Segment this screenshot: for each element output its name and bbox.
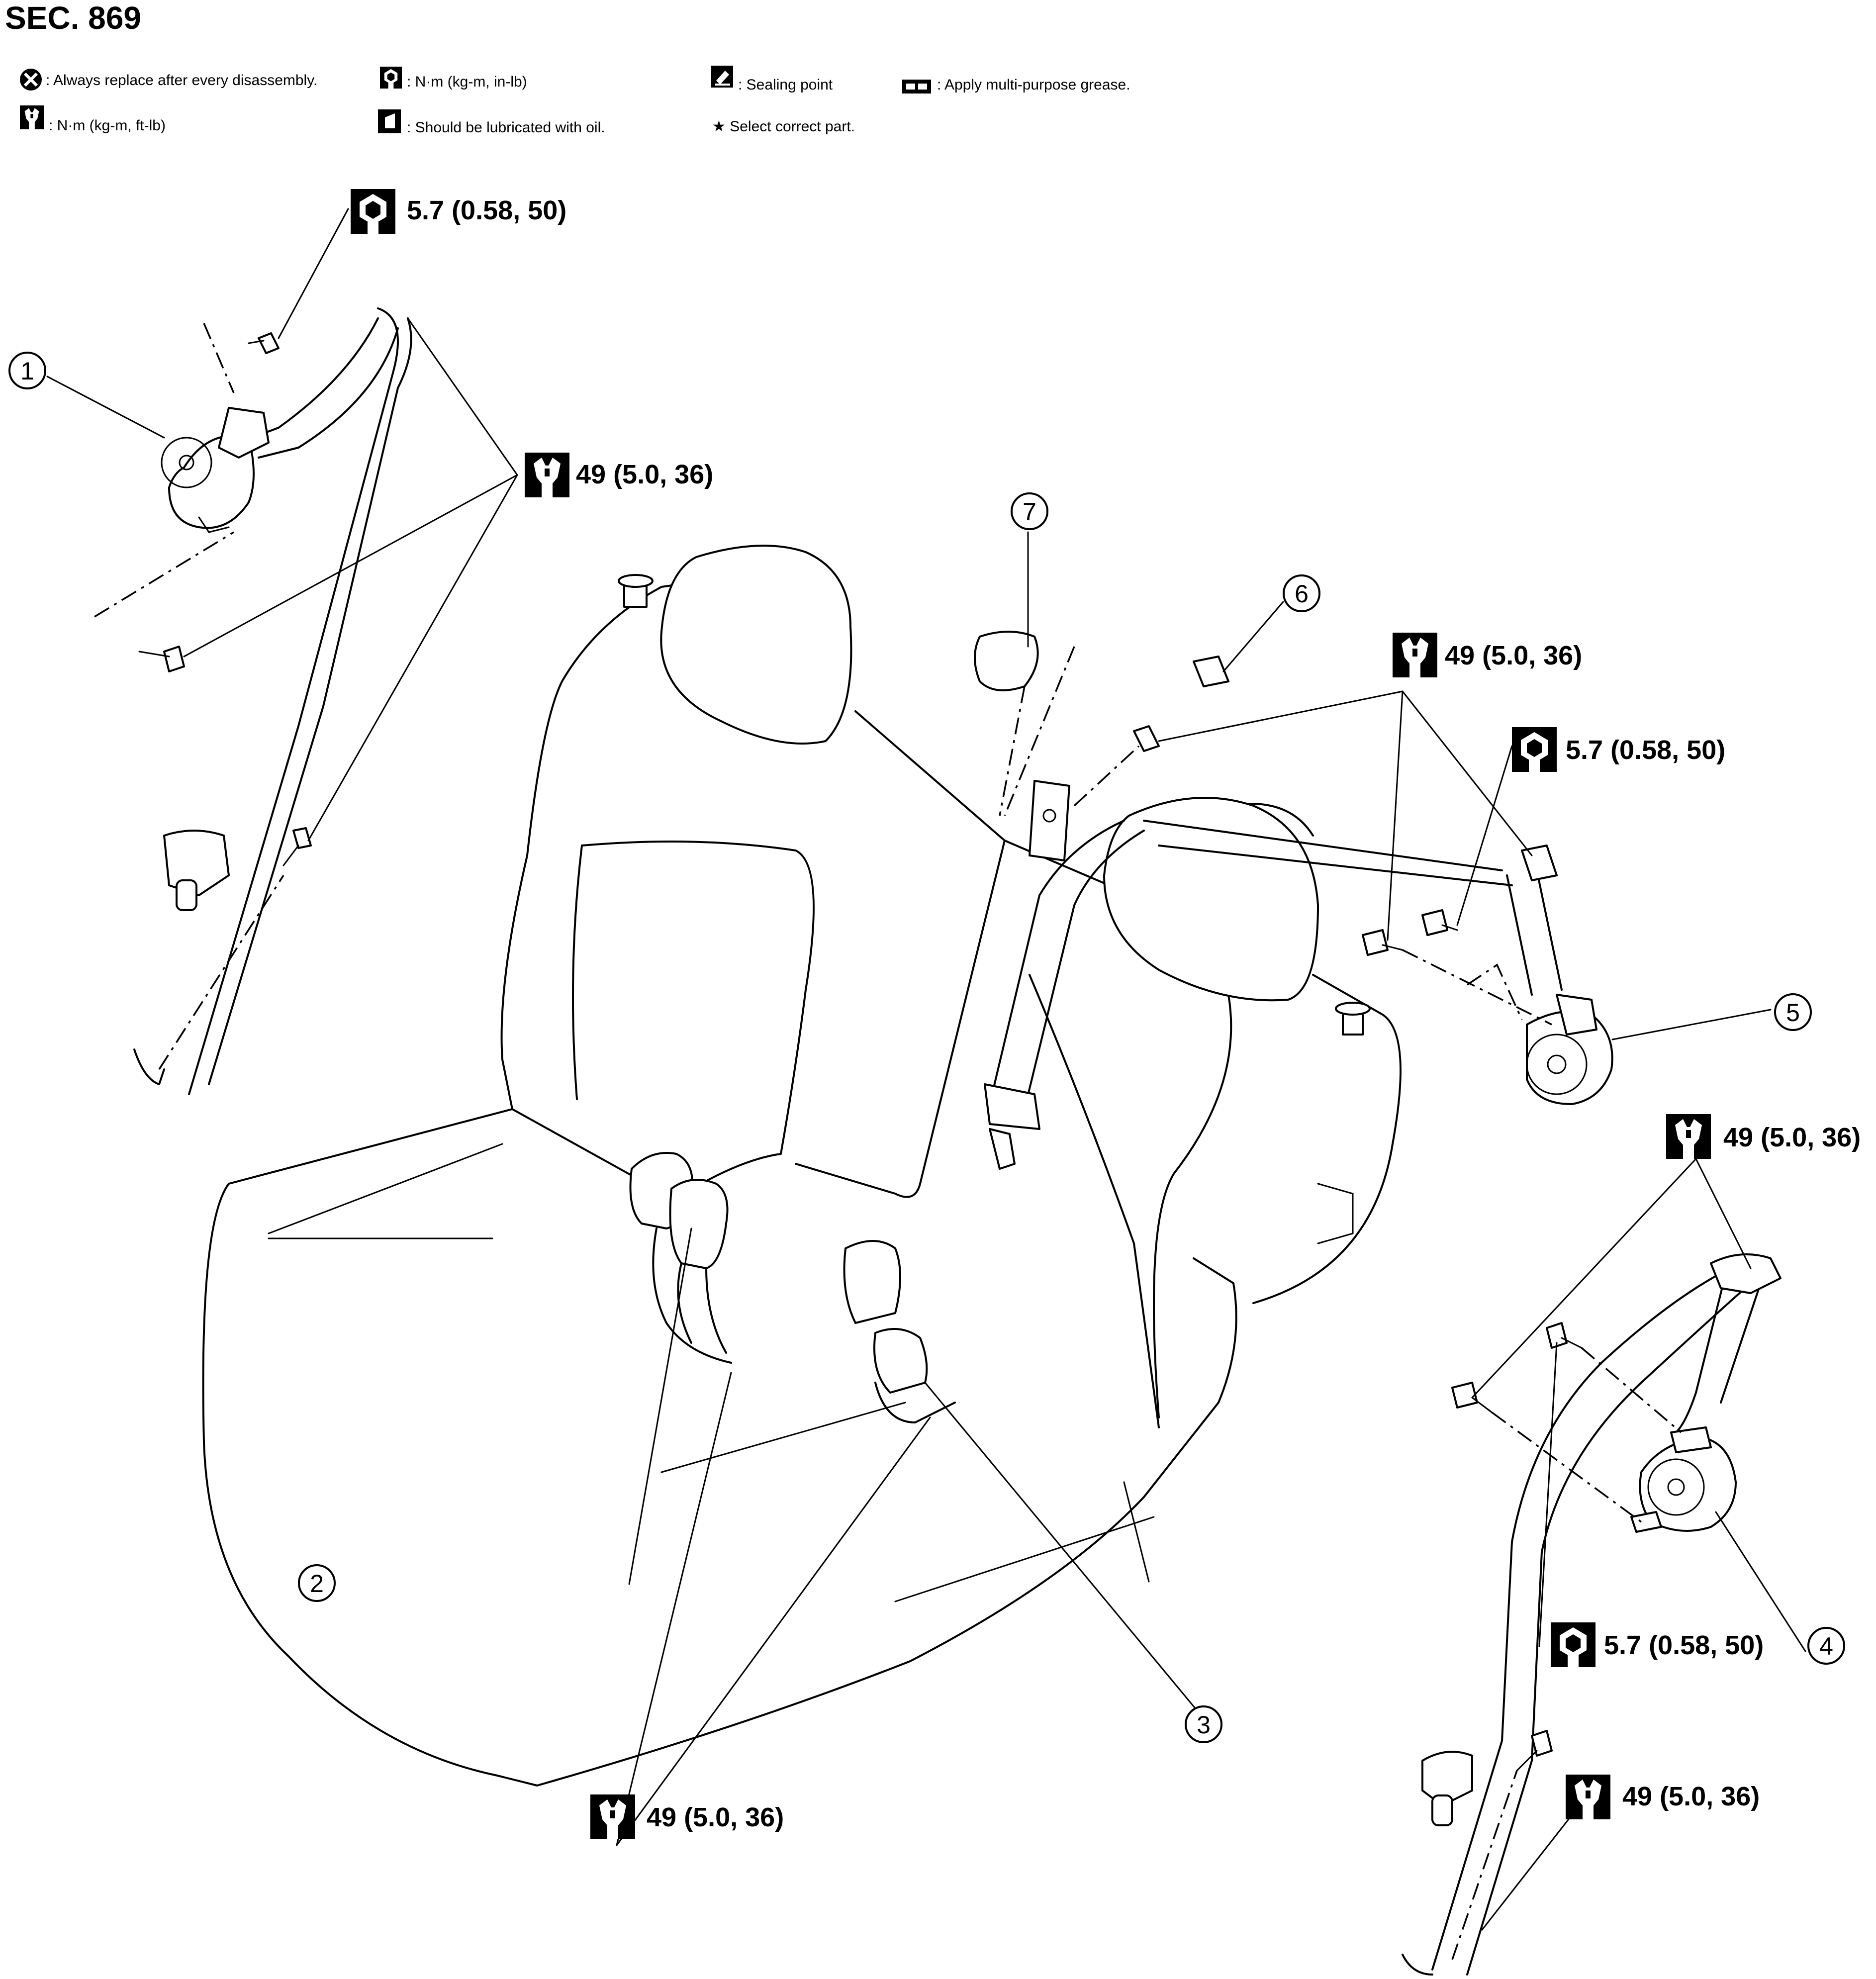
legend-oil: : Should be lubricated with oil. — [407, 119, 605, 136]
svg-text:4: 4 — [1819, 1632, 1833, 1660]
svg-text:49 (5.0, 36): 49 (5.0, 36) — [647, 1802, 784, 1832]
legend-select-part: ★ Select correct part. — [712, 118, 855, 135]
callout-6: 6 — [1283, 574, 1320, 612]
replace-always-icon — [20, 69, 42, 91]
torque-wrench-icon — [590, 1794, 635, 1839]
torque-label-6: 5.7 (0.58, 50) — [1551, 1622, 1764, 1667]
left-seat-belt-assembly — [94, 307, 412, 1095]
torque-label-4: 5.7 (0.58, 50) — [1512, 727, 1725, 772]
svg-text:49 (5.0, 36): 49 (5.0, 36) — [1445, 641, 1582, 670]
rear-seat-drawing — [202, 545, 1513, 1787]
callout-7: 7 — [1011, 492, 1048, 530]
torque-wrench-ftlb-icon — [20, 105, 44, 129]
svg-text:3: 3 — [1197, 1711, 1211, 1739]
svg-text:1: 1 — [20, 357, 34, 385]
torque-wrench-icon — [351, 189, 395, 234]
svg-text:49 (5.0, 36): 49 (5.0, 36) — [1622, 1782, 1760, 1811]
oil-lubricate-icon — [378, 109, 401, 133]
torque-label-3: 49 (5.0, 36) — [1393, 633, 1582, 677]
torque-wrench-inlb-icon — [380, 67, 402, 89]
svg-text:5.7 (0.58, 50): 5.7 (0.58, 50) — [407, 195, 566, 225]
svg-text:7: 7 — [1023, 498, 1036, 526]
callout-5: 5 — [1774, 993, 1812, 1031]
section-title: SEC. 869 — [5, 0, 141, 36]
callout-3: 3 — [1185, 1705, 1222, 1743]
torque-wrench-icon — [1666, 1114, 1711, 1159]
torque-wrench-icon — [1566, 1775, 1610, 1819]
callout-1: 1 — [8, 352, 46, 389]
svg-text:2: 2 — [310, 1570, 324, 1598]
torque-label-5: 49 (5.0, 36) — [1666, 1114, 1861, 1159]
svg-text:6: 6 — [1295, 580, 1309, 608]
svg-text:5: 5 — [1786, 999, 1800, 1027]
callout-4: 4 — [1807, 1627, 1845, 1665]
torque-wrench-icon — [1551, 1622, 1595, 1667]
legend-replace: : Always replace after every disassembly… — [46, 72, 317, 89]
legend-torque-ftlb: : N·m (kg-m, ft-lb) — [49, 117, 166, 134]
torque-wrench-icon — [1512, 727, 1557, 772]
right-lower-seat-belt-assembly — [1402, 1253, 1782, 1976]
svg-text:49 (5.0, 36): 49 (5.0, 36) — [576, 460, 713, 489]
grease-icon — [902, 80, 931, 94]
svg-text:5.7 (0.58, 50): 5.7 (0.58, 50) — [1566, 735, 1725, 765]
torque-label-8: 49 (5.0, 36) — [590, 1794, 784, 1839]
svg-text:5.7 (0.58, 50): 5.7 (0.58, 50) — [1604, 1630, 1764, 1660]
torque-label-2: 49 (5.0, 36) — [525, 453, 713, 497]
torque-label-1: 5.7 (0.58, 50) — [351, 189, 566, 234]
torque-wrench-icon — [1393, 633, 1437, 677]
callout-2: 2 — [298, 1564, 336, 1602]
svg-text:49 (5.0, 36): 49 (5.0, 36) — [1723, 1123, 1861, 1152]
legend: : Always replace after every disassembly… — [20, 66, 1130, 136]
legend-grease: : Apply multi-purpose grease. — [937, 77, 1130, 93]
right-upper-retractor — [974, 631, 1613, 1105]
legend-torque-inlb: : N·m (kg-m, in-lb) — [407, 74, 527, 90]
legend-sealing: : Sealing point — [738, 77, 833, 93]
torque-label-7: 49 (5.0, 36) — [1566, 1775, 1760, 1819]
torque-wrench-icon — [525, 453, 569, 497]
sealing-point-icon — [711, 66, 733, 88]
leader-lines — [46, 208, 1806, 1931]
